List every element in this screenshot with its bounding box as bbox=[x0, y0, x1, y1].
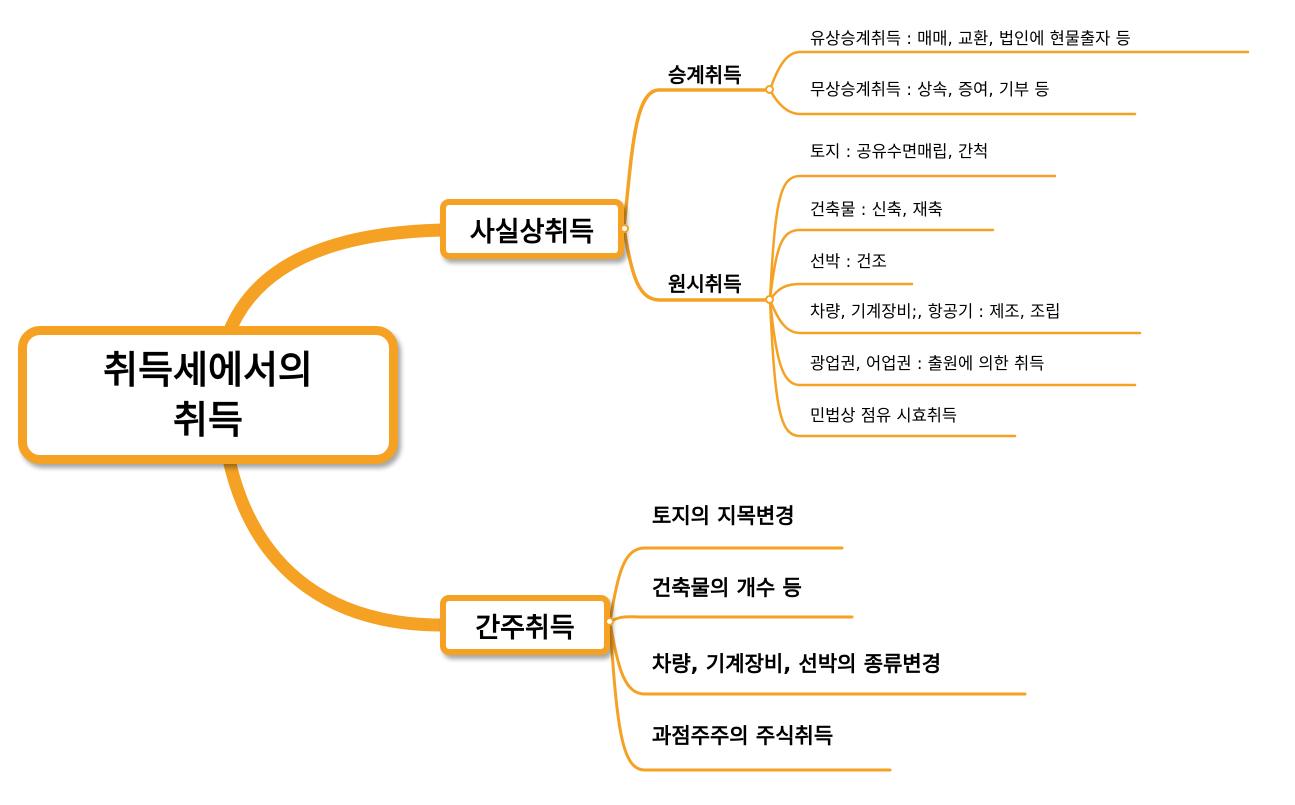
leaf-item[interactable]: 토지 : 공유수면매립, 간척 bbox=[810, 142, 989, 161]
leaf-item[interactable]: 유상승계취득 : 매매, 교환, 법인에 현물출자 등 bbox=[810, 29, 1131, 48]
branch-label: 사실상취득 bbox=[469, 216, 595, 248]
subtopic-seunggye-chwideuk[interactable]: 승계취득 bbox=[668, 63, 742, 87]
leaf-item[interactable]: 차량, 기계장비;, 항공기 : 제조, 조립 bbox=[810, 302, 1061, 321]
root-topic[interactable]: 취득세에서의 취득 bbox=[18, 326, 398, 464]
branch-sasilsang-chwideuk[interactable]: 사실상취득 bbox=[440, 199, 624, 259]
leaf-item[interactable]: 과점주주의 주식취득 bbox=[652, 724, 834, 748]
root-topic-line2: 취득 bbox=[173, 398, 243, 442]
leaf-item[interactable]: 선박 : 건조 bbox=[810, 252, 887, 271]
collapse-handle[interactable] bbox=[620, 224, 629, 233]
subtopic-wonsi-chwideuk[interactable]: 원시취득 bbox=[668, 272, 742, 296]
leaf-item[interactable]: 차량, 기계장비, 선박의 종류변경 bbox=[652, 652, 942, 676]
branch-ganju-chwideuk[interactable]: 간주취득 bbox=[440, 595, 610, 655]
collapse-handle[interactable] bbox=[605, 617, 614, 626]
leaf-item[interactable]: 무상승계취득 : 상속, 증여, 기부 등 bbox=[810, 80, 1050, 99]
root-topic-line1: 취득세에서의 bbox=[103, 348, 313, 392]
collapse-handle[interactable] bbox=[765, 295, 774, 304]
collapse-handle[interactable] bbox=[765, 85, 774, 94]
leaf-item[interactable]: 토지의 지목변경 bbox=[652, 504, 795, 528]
leaf-item[interactable]: 건축물 : 신축, 재축 bbox=[810, 200, 943, 219]
leaf-item[interactable]: 건축물의 개수 등 bbox=[652, 576, 802, 600]
leaf-item[interactable]: 민법상 점유 시효취득 bbox=[810, 406, 958, 425]
leaf-item[interactable]: 광업권, 어업권 : 출원에 의한 취득 bbox=[810, 354, 1045, 373]
branch-label: 간주취득 bbox=[475, 612, 575, 644]
